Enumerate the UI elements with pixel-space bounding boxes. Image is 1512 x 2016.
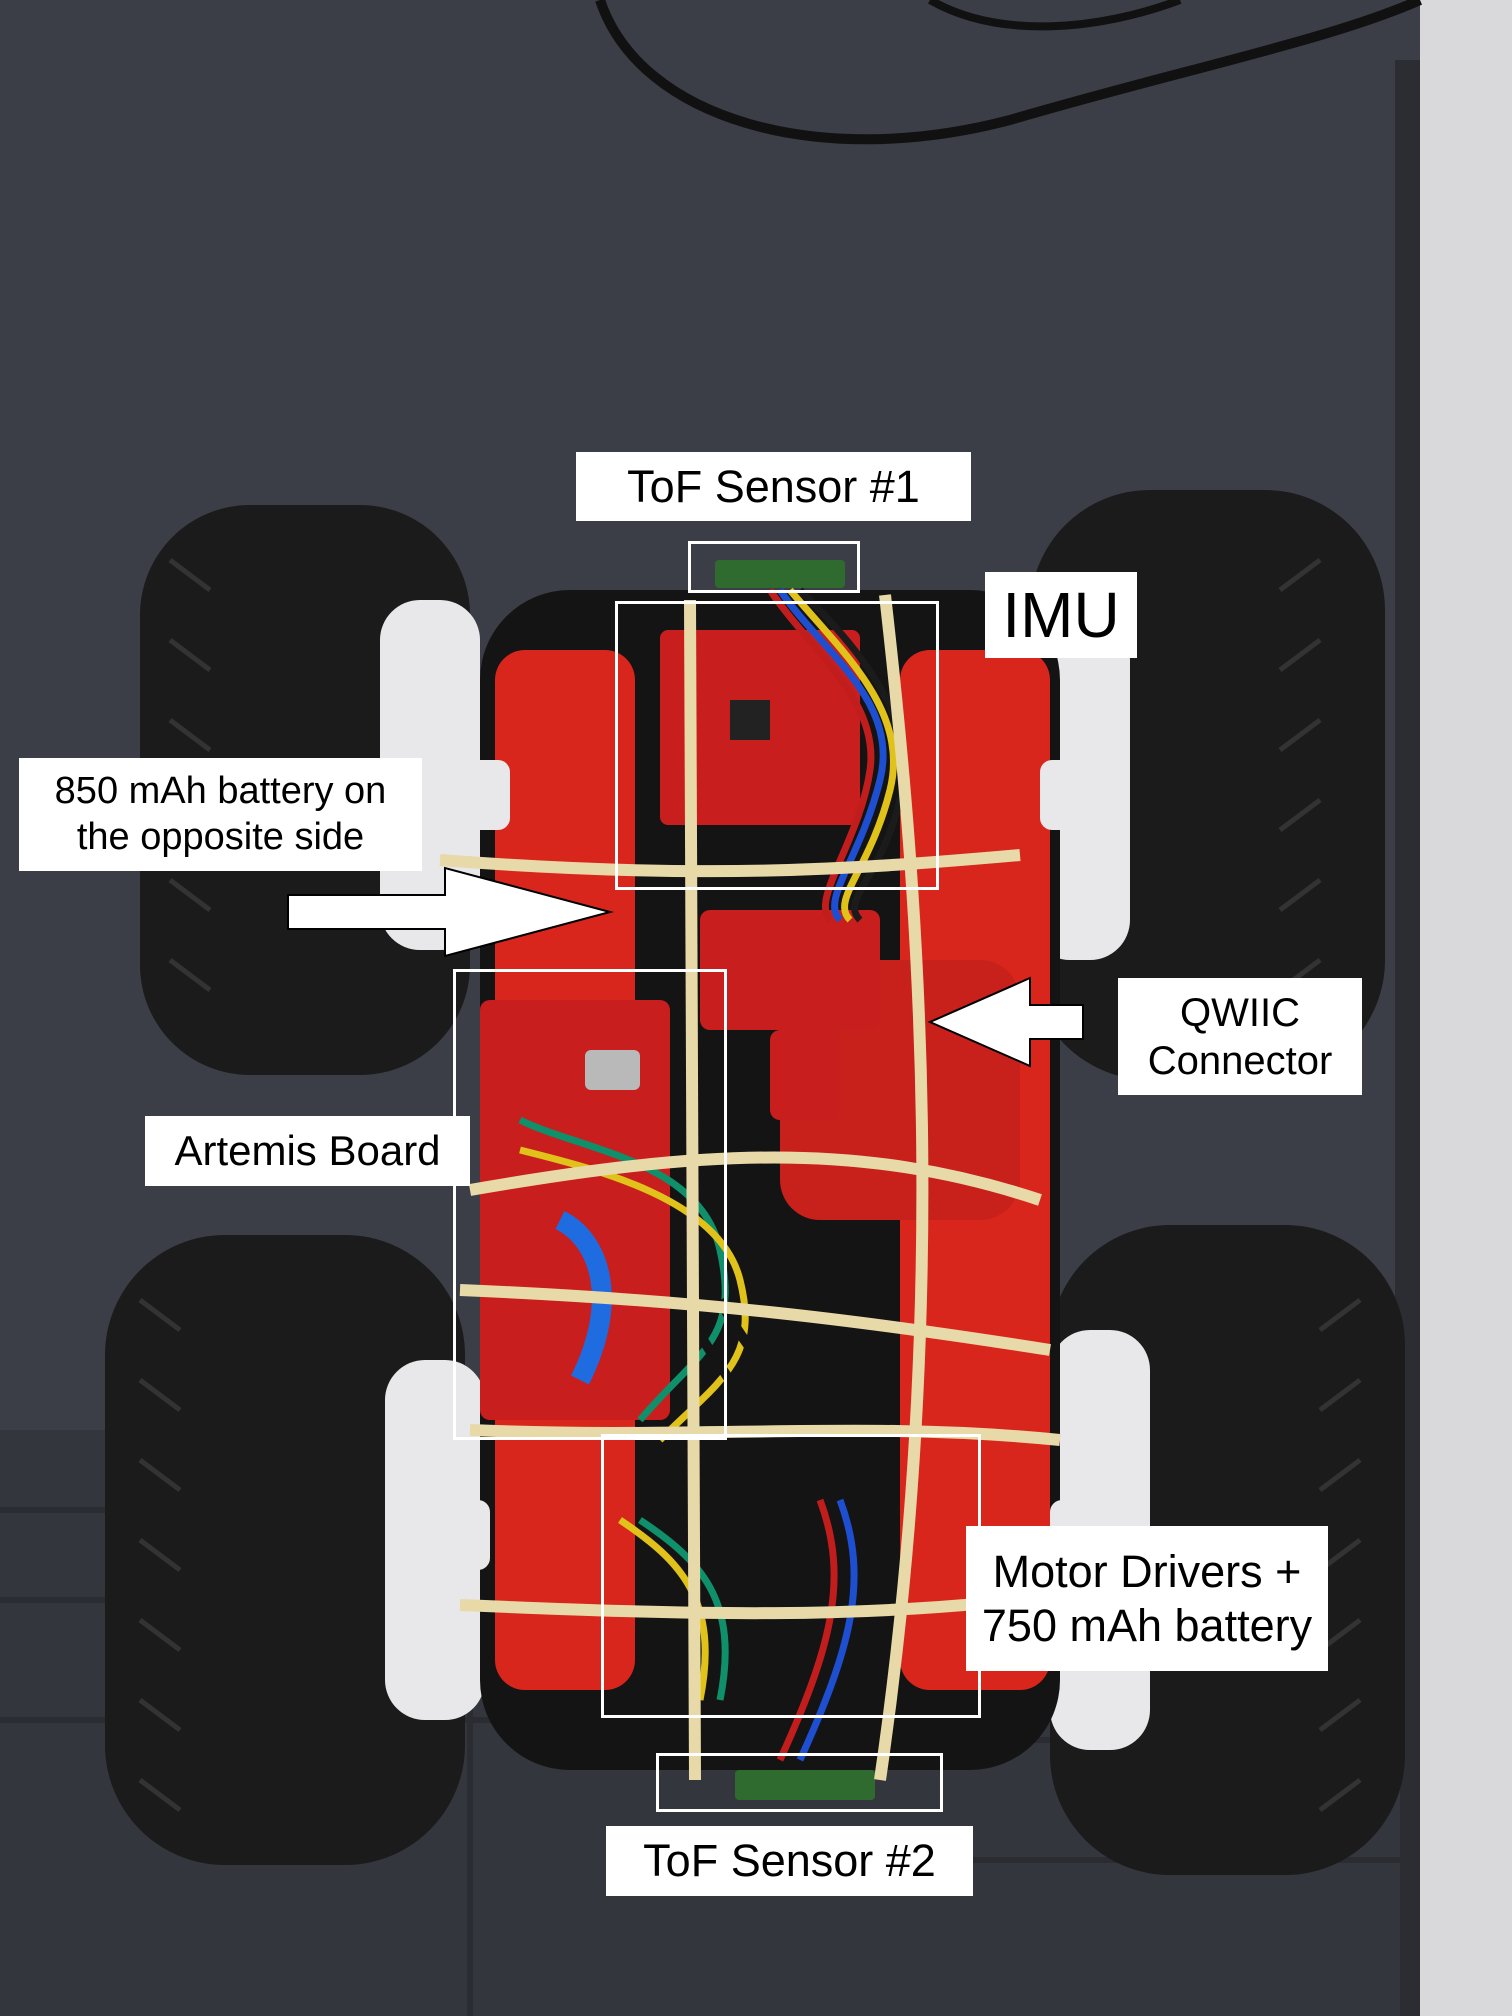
artemis-board-highlight: [453, 969, 727, 1440]
motor-line2: 750 mAh battery: [981, 1599, 1313, 1651]
rubber-bands: [439, 594, 1061, 1781]
artemis-usb: [585, 1050, 640, 1090]
battery-850-line1: 850 mAh battery on: [54, 769, 387, 812]
cable: [595, 0, 1423, 145]
arrow-right-icon: [287, 866, 614, 958]
tof-sensor-2-board: [735, 1770, 875, 1800]
tof-sensor-1-highlight: [688, 541, 860, 593]
tof-sensor-1-text: ToF Sensor #1: [627, 460, 920, 512]
battery-850-label: 850 mAh battery on the opposite side: [19, 758, 422, 871]
qwiic-hub-board: [700, 910, 880, 1030]
axle-left-rear: [430, 1500, 490, 1570]
qwiic-connector-label: QWIIC Connector: [1118, 978, 1362, 1095]
qwiic-line1: QWIIC: [1180, 990, 1300, 1035]
tire-tread: [138, 558, 1362, 1812]
artemis-board: [480, 1000, 670, 1420]
tof-sensor-1-label: ToF Sensor #1: [576, 452, 971, 521]
artemis-text: Artemis Board: [174, 1126, 441, 1174]
imu-label: IMU: [985, 572, 1137, 658]
motor-drivers-label: Motor Drivers + 750 mAh battery: [966, 1526, 1328, 1671]
arrow-left-icon: [927, 976, 1084, 1068]
motor-drivers-highlight: [601, 1434, 981, 1718]
motor-line1: Motor Drivers +: [992, 1545, 1302, 1597]
qwiic-line2: Connector: [1147, 1038, 1333, 1083]
table-surface: [1420, 0, 1512, 2016]
imu-highlight: [615, 601, 939, 890]
axle-right-front: [1040, 760, 1100, 830]
axle-left-front: [450, 760, 510, 830]
tof-sensor-2-highlight: [656, 1753, 943, 1812]
cable-2: [928, 0, 1182, 31]
tof-sensor-1-board: [715, 560, 845, 588]
tof-sensor-2-label: ToF Sensor #2: [606, 1826, 973, 1896]
qwiic-hub-stem: [770, 1030, 840, 1120]
imu-text: IMU: [1002, 578, 1120, 651]
wheel-rear-left: [105, 1235, 485, 1865]
imu-chip: [730, 700, 770, 740]
tof-sensor-2-text: ToF Sensor #2: [643, 1835, 936, 1886]
battery-850-line2: the opposite side: [76, 815, 365, 858]
artemis-board-label: Artemis Board: [145, 1116, 470, 1186]
